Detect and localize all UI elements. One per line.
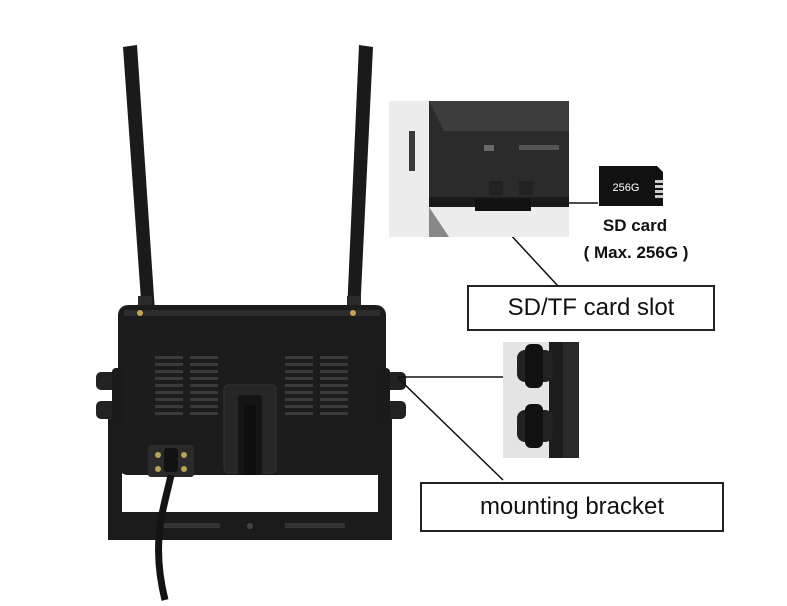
bracket-label: mounting bracket	[420, 482, 724, 532]
sd-card-title: SD card	[602, 216, 668, 235]
stand-mount	[223, 384, 277, 475]
connector-panel	[148, 445, 194, 477]
sd-slot-label: SD/TF card slot	[467, 285, 715, 331]
sd-slot-label-text: SD/TF card slot	[507, 294, 675, 321]
sd-card-capacity: ( Max. 256G )	[583, 243, 689, 262]
antenna-right	[347, 45, 373, 318]
power-cable	[155, 474, 175, 601]
sd-slot-inset-photo	[389, 101, 569, 237]
antenna-left	[123, 45, 155, 318]
sd-chip-text: 256G	[613, 182, 640, 194]
knob-left	[96, 368, 126, 424]
bracket-label-text: mounting bracket	[479, 493, 665, 520]
vent-left	[155, 356, 218, 415]
vent-right	[285, 356, 348, 415]
bracket-leader-line	[397, 377, 504, 481]
bracket-inset-photo	[503, 342, 579, 458]
mounting-bracket	[108, 415, 392, 540]
sd-card-icon: 256G	[599, 166, 663, 206]
